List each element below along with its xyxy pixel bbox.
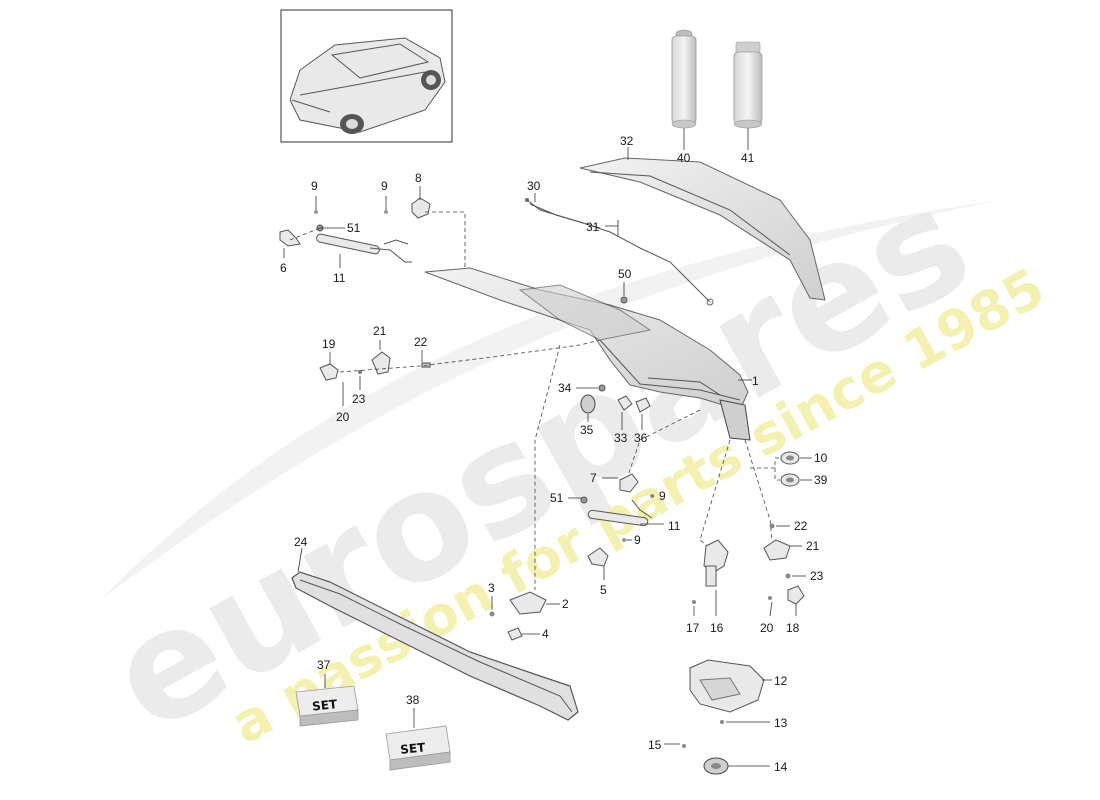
- callout-17: 17: [686, 621, 700, 635]
- seal-gasket: [291, 571, 579, 721]
- callout-16: 16: [710, 621, 724, 635]
- callout-20b: 20: [760, 621, 774, 635]
- tube-icon: [671, 29, 697, 129]
- spoiler: [579, 157, 826, 301]
- callout-51a: 51: [347, 221, 361, 235]
- set-label-38: SET: [400, 740, 427, 757]
- callout-1: 1: [752, 374, 759, 388]
- callout-30: 30: [527, 179, 541, 193]
- callout-14: 14: [774, 760, 788, 774]
- callout-18: 18: [786, 621, 800, 635]
- callout-40: 40: [677, 151, 691, 165]
- suv-vehicle-icon: [289, 37, 446, 134]
- callout-labels: 1 2 3 4 5 6 7 8 9 9 9 9 10 11 11 12 13 1…: [280, 134, 828, 774]
- callout-21a: 21: [373, 324, 387, 338]
- grommets: [780, 451, 800, 487]
- callout-15: 15: [648, 738, 662, 752]
- callout-13: 13: [774, 716, 788, 730]
- callout-11b: 11: [668, 519, 681, 533]
- callout-9d: 9: [634, 533, 641, 547]
- callout-23b: 23: [810, 569, 824, 583]
- callout-23a: 23: [352, 392, 366, 406]
- callout-24: 24: [294, 535, 308, 549]
- callout-11a: 11: [333, 271, 346, 285]
- callout-8: 8: [415, 171, 422, 185]
- cable-harness: [525, 198, 714, 306]
- callout-32: 32: [620, 134, 634, 148]
- striker-assembly: [489, 591, 547, 641]
- callout-10: 10: [814, 451, 828, 465]
- callout-50: 50: [618, 267, 632, 281]
- callout-35: 35: [580, 423, 594, 437]
- callout-41: 41: [741, 151, 755, 165]
- callout-22b: 22: [794, 519, 808, 533]
- watermark: eurospares a passion for parts since 198…: [83, 154, 1055, 766]
- callout-6: 6: [280, 261, 287, 275]
- center-small-parts: [580, 296, 651, 414]
- spray-can-icon: [733, 41, 763, 129]
- callout-7: 7: [590, 471, 597, 485]
- callout-5: 5: [600, 583, 607, 597]
- callout-2: 2: [562, 597, 569, 611]
- callout-31: 31: [586, 220, 600, 234]
- set-label-37: SET: [311, 697, 338, 714]
- callout-38: 38: [406, 693, 420, 707]
- right-lock-assembly: [763, 523, 805, 605]
- callout-20a: 20: [336, 410, 350, 424]
- left-lock-assembly: [319, 351, 431, 381]
- callout-9c: 9: [659, 489, 666, 503]
- watermark-brand: eurospares: [83, 154, 997, 766]
- callout-22a: 22: [414, 335, 428, 349]
- callout-3: 3: [488, 581, 495, 595]
- callout-39: 39: [814, 473, 828, 487]
- callout-33: 33: [614, 431, 628, 445]
- callout-9a: 9: [311, 179, 318, 193]
- callout-12: 12: [774, 674, 788, 688]
- callout-4: 4: [542, 627, 549, 641]
- actuator-motor: [682, 659, 765, 775]
- tailgate: [424, 267, 751, 441]
- lock-cylinder: [692, 539, 729, 604]
- callout-51b: 51: [550, 491, 564, 505]
- callout-21b: 21: [806, 539, 820, 553]
- car-thumbnail: [280, 9, 453, 143]
- left-hinge-assembly: [279, 197, 431, 263]
- callout-37: 37: [317, 658, 331, 672]
- set-box-38: SET: [385, 725, 451, 771]
- callout-9b: 9: [381, 179, 388, 193]
- set-box-37: SET: [295, 685, 359, 727]
- callout-34: 34: [558, 381, 572, 395]
- callout-19: 19: [322, 337, 336, 351]
- callout-36: 36: [634, 431, 648, 445]
- right-hinge-assembly: [580, 473, 654, 567]
